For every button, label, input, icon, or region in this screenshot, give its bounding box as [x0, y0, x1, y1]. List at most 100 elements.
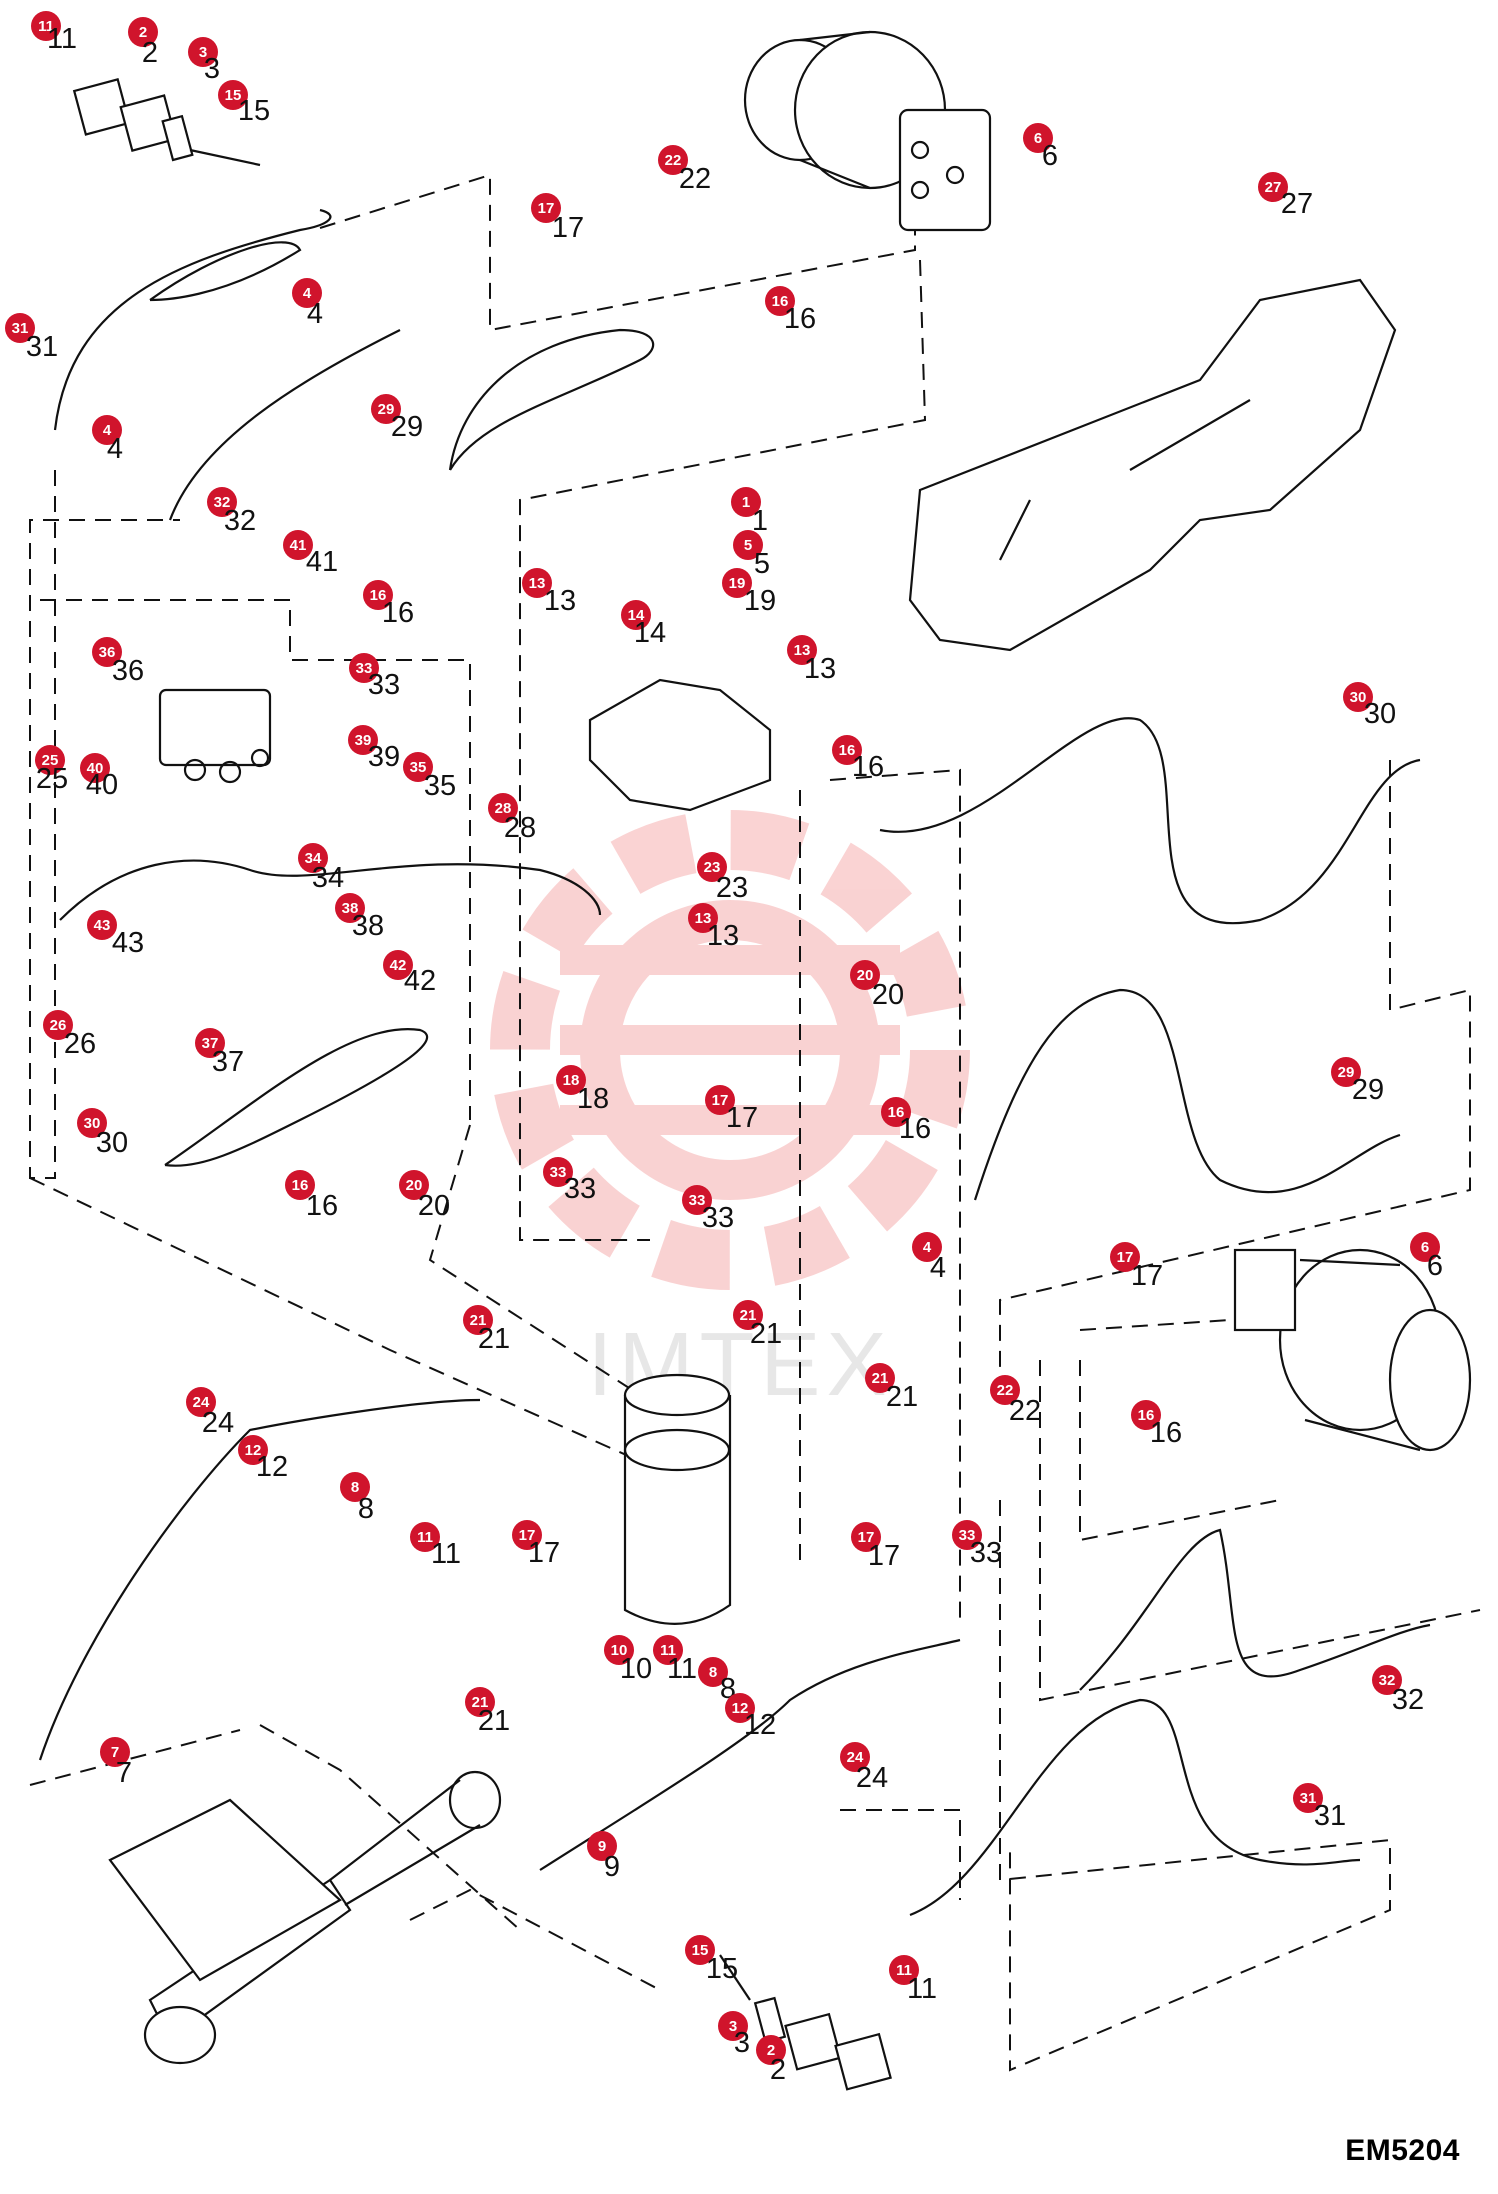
callout-badge [188, 37, 218, 67]
callout-badge [348, 725, 378, 755]
callout-ref-number: 6 [1427, 1250, 1443, 1282]
callout-ref-number: 2 [142, 37, 158, 69]
callout-badge [1331, 1057, 1361, 1087]
callout-ref-number: 11 [431, 1538, 461, 1570]
callout-badge [787, 635, 817, 665]
callout-badge [283, 530, 313, 560]
callout-ref-number: 2 [770, 2054, 786, 2086]
callout-badge [722, 568, 752, 598]
callout-ref-number: 4 [307, 298, 323, 330]
callout-badge [195, 1028, 225, 1058]
callout-badge [77, 1108, 107, 1138]
callout-c3a: 33 [188, 37, 220, 85]
callout-badge-number: 3 [729, 2018, 737, 2035]
callout-ref-number: 29 [391, 411, 423, 443]
callout-badge-number: 32 [1379, 1672, 1396, 1689]
callout-badge-number: 33 [356, 660, 373, 677]
callout-badge-number: 32 [214, 494, 231, 511]
callout-ref-number: 3 [204, 53, 220, 85]
callout-badge [1343, 682, 1373, 712]
callout-ref-number: 17 [868, 1540, 900, 1572]
callout-badge-number: 41 [290, 537, 307, 554]
callout-ref-number: 33 [564, 1173, 596, 1205]
callout-ref-number: 21 [886, 1381, 918, 1413]
callout-badge-number: 20 [857, 967, 874, 984]
callout-ref-number: 12 [744, 1709, 776, 1741]
callout-badge-number: 43 [94, 917, 111, 934]
callout-badge [349, 653, 379, 683]
callout-badge-number: 16 [839, 742, 856, 759]
callout-ref-number: 31 [1314, 1800, 1346, 1832]
callout-badge-number: 20 [406, 1177, 423, 1194]
callout-badge [87, 910, 117, 940]
callout-ref-number: 40 [86, 769, 118, 801]
callout-ref-number: 26 [64, 1028, 96, 1060]
callout-c4a: 44 [292, 278, 323, 330]
callout-ref-number: 18 [577, 1083, 609, 1115]
callout-c2b: 22 [756, 2035, 786, 2086]
callout-badge [92, 415, 122, 445]
callout-ref-number: 32 [1392, 1684, 1424, 1716]
callout-badge-number: 17 [519, 1527, 536, 1544]
callout-badge-number: 19 [729, 575, 746, 592]
callout-badge-number: 34 [305, 850, 322, 867]
callout-badge-number: 4 [103, 422, 112, 439]
callout-badge-number: 14 [628, 607, 645, 624]
callout-badge-number: 36 [99, 644, 116, 661]
callout-badge-number: 13 [794, 642, 811, 659]
callout-badge-number: 6 [1421, 1239, 1429, 1256]
callout-badge-number: 15 [225, 87, 242, 104]
callout-ref-number: 20 [872, 979, 904, 1011]
callout-badge-number: 35 [410, 759, 427, 776]
callout-ref-number: 39 [368, 741, 400, 773]
callout-ref-number: 30 [96, 1127, 128, 1159]
callout-badge-number: 31 [12, 320, 29, 337]
callout-badge [218, 80, 248, 110]
callout-badge [512, 1520, 542, 1550]
callout-badge-number: 33 [550, 1164, 567, 1181]
callout-badge-number: 40 [87, 760, 104, 777]
callout-badge [399, 1170, 429, 1200]
callout-badge [685, 1935, 715, 1965]
callout-badge-number: 42 [390, 957, 407, 974]
swivel-cover-plate [588, 678, 772, 812]
callout-ref-number: 25 [36, 763, 68, 795]
callout-badge [31, 11, 61, 41]
callout-c6b: 66 [1410, 1232, 1443, 1282]
control-valve [158, 688, 272, 784]
callout-ref-number: 17 [1131, 1260, 1163, 1292]
callout-badge-number: 21 [470, 1312, 487, 1329]
callout-ref-number: 4 [107, 433, 123, 465]
callout-ref-number: 14 [634, 617, 666, 649]
callout-badge [952, 1520, 982, 1550]
callout-badge [340, 1472, 370, 1502]
callout-badge [371, 394, 401, 424]
callout-badge-number: 8 [709, 1664, 717, 1681]
callout-ref-number: 16 [1150, 1417, 1182, 1449]
callout-ref-number: 21 [478, 1705, 510, 1737]
callout-badge [765, 286, 795, 316]
